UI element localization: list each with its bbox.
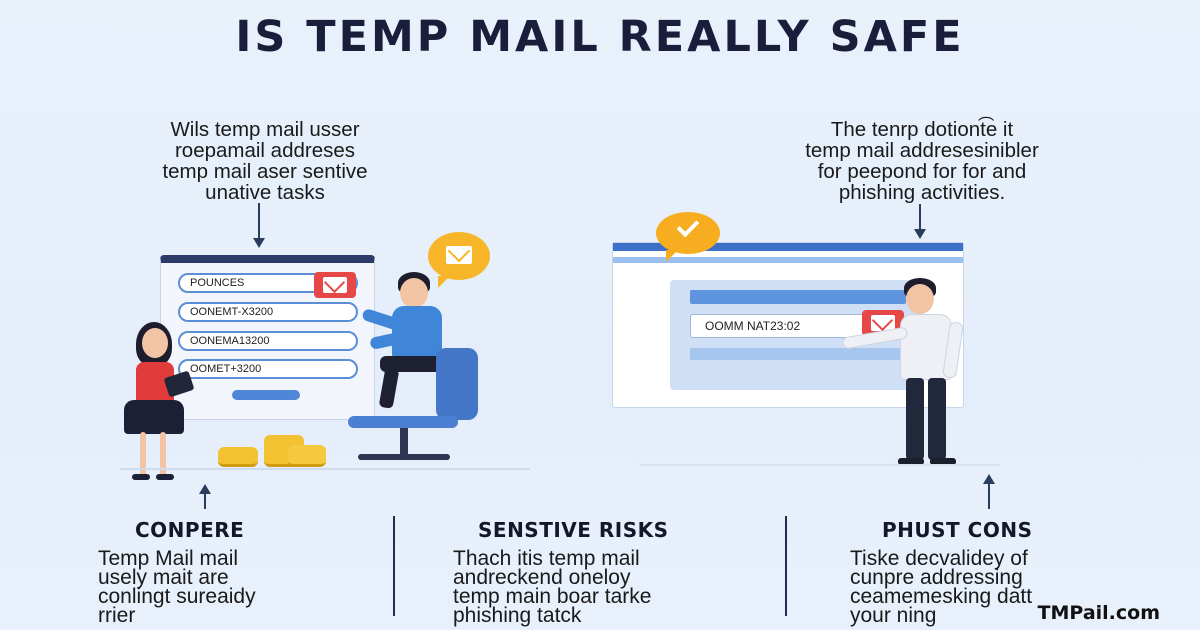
column-heading-3: PHUST CONS [882,518,1033,542]
email-field-2[interactable]: OONEMT-X3200 [178,302,358,322]
arrow-up-right [988,483,990,509]
arrow-down-left [258,203,260,239]
column-text-2: Thach itis temp mail andreckend oneloy t… [453,547,753,627]
man-sitting-illustration [340,272,490,467]
check-bubble-icon [656,212,720,262]
text-line: Tiske decvalidey of [850,547,1028,570]
column-divider [785,516,787,616]
text-line: The tenrp dotiont͡e it [830,118,1014,141]
mail-icon [314,272,356,298]
text-line: rrier [98,604,136,627]
top-right-paragraph: The tenrp dotiont͡e it temp mail addrese… [762,119,1082,203]
text-line: Temp Mail mail [98,547,239,570]
coins-icon [218,435,328,467]
arrowhead-icon [914,229,926,239]
text-line: unative tasks [205,181,325,204]
text-line: roepamail addreses [174,139,356,162]
column-heading-2: SENSTIVE RISKS [478,518,669,542]
text-line: phishing tatck [453,604,582,627]
text-line: usely mait are [98,566,229,589]
text-line: for peepond for for and [817,160,1027,183]
text-line: phishing activities. [838,181,1006,204]
column-text-3: Tiske decvalidey of cunpre addressing ce… [850,547,1130,627]
column-text-1: Temp Mail mail usely mait are conlingt s… [98,547,348,627]
inner-header-bar [690,290,906,304]
column-heading-1: CONPERE [135,518,245,542]
arrowhead-icon [983,474,995,484]
email-field-4[interactable]: OOMET+3200 [178,359,358,379]
text-line: Thach itis temp mail [453,547,640,570]
top-left-paragraph: Wils temp mail usser roepamail addreses … [100,119,430,203]
arrow-down-right [919,204,921,230]
email-field-3[interactable]: OONEMA13200 [178,331,358,351]
ground-line [640,464,1000,466]
email-field-1[interactable]: POUNCES [178,273,358,293]
brand-watermark: TMPail.com [1037,602,1160,624]
arrowhead-icon [253,238,265,248]
arrow-up-left [204,493,206,509]
arrowhead-icon [199,484,211,494]
text-line: andreckend oneloy [453,566,631,589]
ground-line [120,468,530,470]
submit-button[interactable] [232,390,300,400]
text-line: your ning [850,604,937,627]
mail-bubble-icon [428,232,490,288]
man-standing-illustration [841,278,982,468]
column-divider [393,516,395,616]
email-field-right[interactable]: OOMM NAT23:02 [690,314,896,338]
text-line: Wils temp mail usser [170,118,360,141]
text-line: temp mail addresesinibler [805,139,1039,162]
page-title: IS TEMP MAIL REALLY SAFE [235,12,965,62]
text-line: cunpre addressing [850,566,1023,589]
text-line: ceamemesking datt [850,585,1033,608]
text-line: conlingt sureaidy [98,585,256,608]
text-line: temp mail aser sentive [162,160,368,183]
woman-illustration [118,322,208,482]
inner-footer-bar [690,348,906,360]
text-line: temp main boar tarke [453,585,652,608]
